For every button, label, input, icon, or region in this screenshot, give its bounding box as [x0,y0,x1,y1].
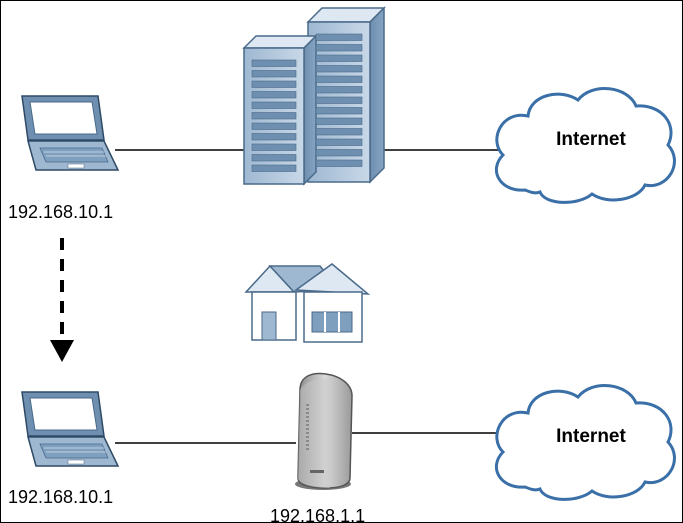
laptop-icon [21,391,120,467]
server-slot [251,59,297,67]
device-ip: 192.168.1.1 [270,506,365,523]
server-slot [315,75,363,83]
server-slot [251,122,297,130]
laptop-icon [21,95,120,171]
internet-cloud-bottom: Internet [494,384,676,501]
server-slot [315,149,363,157]
server-slot [315,107,363,115]
modem-device-icon [295,372,353,490]
server-slot [251,133,297,141]
server-slot [315,54,363,62]
modem-led [306,432,309,434]
modem-led [306,404,309,406]
internet-cloud-top: Internet [494,87,676,204]
modem-led [306,420,309,422]
modem-led [306,408,309,410]
server-slot [315,33,363,41]
server-slot [315,128,363,136]
server-icon [242,6,386,186]
server-slot [251,164,297,172]
house-icon [244,263,371,343]
modem-led [306,444,309,446]
modem-led [306,448,309,450]
server-slot [315,44,363,52]
server-slot [315,96,363,104]
server-slot [251,112,297,120]
server-slot [251,154,297,162]
server-slot [315,117,363,125]
modem-led [306,440,309,442]
modem-led [306,436,309,438]
internet-label-top: Internet [556,129,626,150]
server-slot [251,91,297,99]
modem-led [306,416,309,418]
server-slot [251,80,297,88]
modem-led [306,412,309,414]
internet-label-bottom: Internet [556,426,626,447]
arrow-head [50,340,74,362]
bottom-computer-ip: 192.168.10.1 [8,487,113,507]
server-slot [315,65,363,73]
server-slot [251,143,297,151]
modem-led [306,428,309,430]
server-slot [315,159,363,167]
server-slot [315,86,363,94]
top-computer-ip: 192.168.10.1 [8,202,113,222]
server-slot [251,70,297,78]
server-slot [251,101,297,109]
modem-led [306,424,309,426]
server-slot [315,138,363,146]
